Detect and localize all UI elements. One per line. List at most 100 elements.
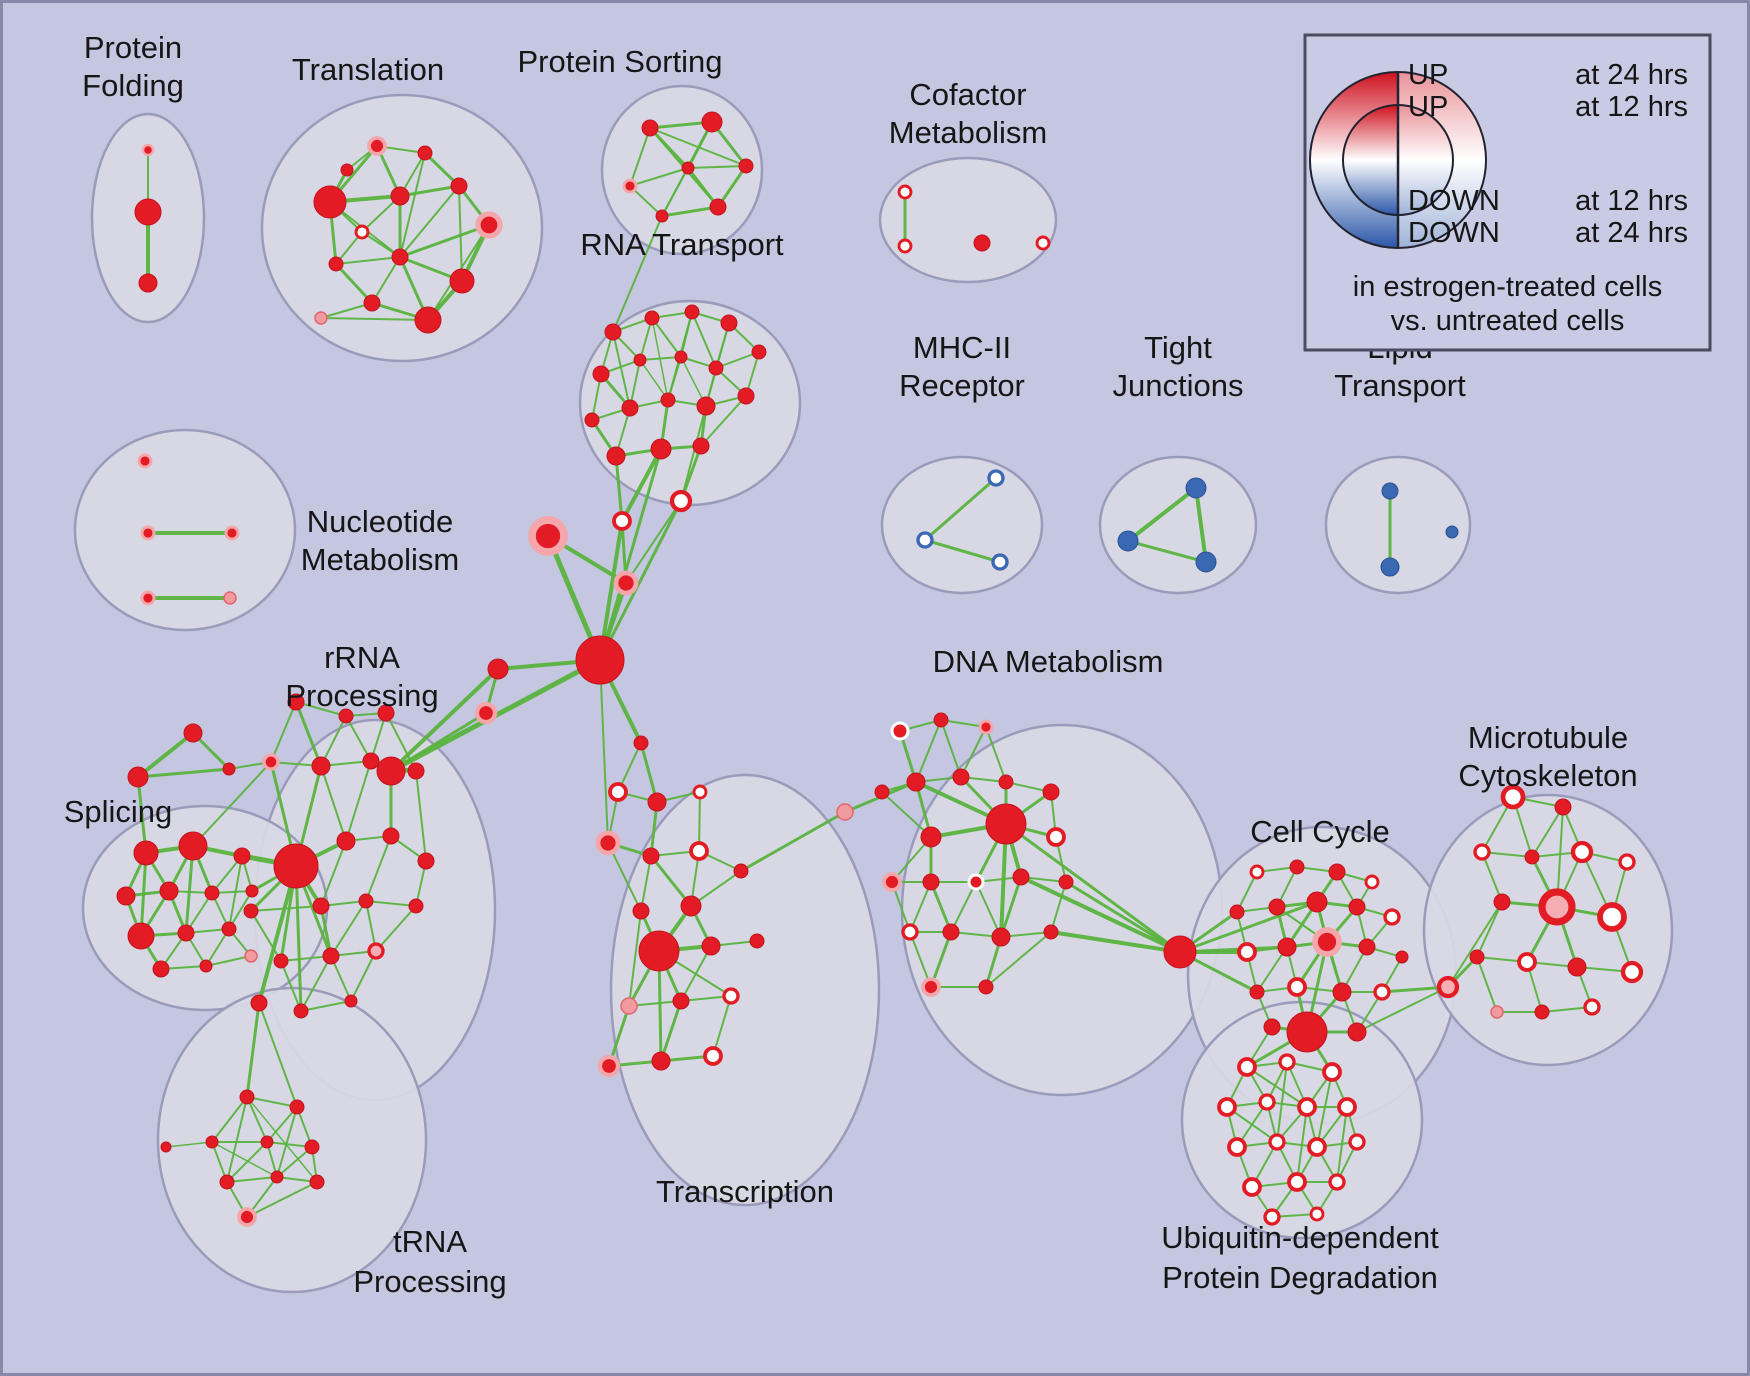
label-cell-cycle: Cell Cycle xyxy=(1250,814,1390,849)
gene-node xyxy=(987,469,1005,487)
gene-node xyxy=(613,570,639,596)
gene-node xyxy=(1534,1004,1550,1020)
gene-node xyxy=(417,852,435,870)
gene-node xyxy=(219,1174,235,1190)
gene-node xyxy=(882,872,902,892)
gene-node xyxy=(608,782,628,802)
gene-node xyxy=(1322,1062,1342,1082)
label-ubiquitin-dependent-protein-degradation: Protein Degradation xyxy=(1162,1260,1438,1295)
gene-node xyxy=(140,590,156,606)
label-transcription: Transcription xyxy=(656,1174,834,1209)
gene-node xyxy=(1380,557,1400,577)
gene-node xyxy=(1554,798,1572,816)
gene-node xyxy=(408,898,424,914)
cluster-cofactor-metabolism xyxy=(878,156,1058,284)
gene-node xyxy=(1258,1093,1276,1111)
cluster-microtubule-cytoskeleton xyxy=(1422,793,1674,1067)
gene-node xyxy=(597,1054,621,1078)
gene-node xyxy=(1058,874,1074,890)
gene-node xyxy=(1307,1137,1327,1157)
label-microtubule-cytoskeleton: Cytoskeleton xyxy=(1458,758,1637,793)
gene-node xyxy=(328,256,344,272)
gene-node xyxy=(991,927,1011,947)
gene-node xyxy=(672,992,690,1010)
gene-node xyxy=(692,437,710,455)
label-cofactor-metabolism: Metabolism xyxy=(889,115,1048,150)
gene-node xyxy=(680,895,702,917)
gene-node xyxy=(178,831,208,861)
gene-node xyxy=(358,893,374,909)
gene-node xyxy=(273,843,319,889)
gene-node xyxy=(660,392,676,408)
label-mhc-ii-receptor: MHC-II xyxy=(913,330,1011,365)
gene-node xyxy=(701,936,721,956)
gene-node xyxy=(1237,1057,1257,1077)
gene-node xyxy=(311,756,331,776)
gene-node xyxy=(1328,863,1346,881)
gene-node xyxy=(1263,1018,1281,1036)
legend-row-time-1: at 12 hrs xyxy=(1575,91,1688,123)
gene-node xyxy=(362,752,380,770)
label-nucleotide-metabolism: Metabolism xyxy=(301,542,460,577)
gene-node xyxy=(1620,960,1644,984)
gene-node xyxy=(998,774,1014,790)
gene-node xyxy=(1500,784,1526,810)
cluster-ellipses xyxy=(73,84,1674,1294)
gene-node xyxy=(487,658,509,680)
gene-node xyxy=(363,294,381,312)
label-tight-junctions: Junctions xyxy=(1113,368,1244,403)
gene-node xyxy=(127,922,155,950)
gene-node xyxy=(340,163,354,177)
gene-node xyxy=(592,365,610,383)
gene-node xyxy=(1395,950,1409,964)
gene-node xyxy=(474,701,498,725)
gene-node xyxy=(973,234,991,252)
gene-node xyxy=(244,949,258,963)
gene-node xyxy=(720,314,738,332)
gene-node xyxy=(1381,482,1399,500)
gene-node xyxy=(920,826,942,848)
legend-row-time-2: at 12 hrs xyxy=(1575,185,1688,217)
gene-node xyxy=(1263,1208,1281,1226)
label-rrna-processing: rRNA xyxy=(324,640,400,675)
gene-node xyxy=(933,712,949,728)
cluster-trna-processing xyxy=(156,986,428,1294)
cluster-mhc-ii-receptor xyxy=(880,455,1044,595)
gene-node xyxy=(647,792,667,812)
gene-node xyxy=(874,784,890,800)
legend-row-direction-0: UP xyxy=(1408,59,1448,91)
gene-node xyxy=(1227,1137,1247,1157)
gene-node xyxy=(449,268,475,294)
gene-node xyxy=(293,1003,309,1019)
gene-node xyxy=(1337,1097,1357,1117)
gene-node xyxy=(1517,952,1537,972)
gene-node xyxy=(1490,1005,1504,1019)
gene-node xyxy=(749,933,765,949)
gene-node xyxy=(1473,843,1491,861)
gene-node xyxy=(1042,783,1060,801)
gene-node xyxy=(407,762,425,780)
label-dna-metabolism: DNA Metabolism xyxy=(933,644,1164,679)
gene-node xyxy=(584,412,600,428)
gene-node xyxy=(528,516,568,556)
gene-node xyxy=(737,387,755,405)
gene-node xyxy=(183,723,203,743)
gene-node xyxy=(376,756,406,786)
gene-node xyxy=(632,902,650,920)
gene-node xyxy=(751,344,767,360)
gene-node xyxy=(1217,1097,1237,1117)
gene-node xyxy=(224,525,240,541)
gene-node xyxy=(250,994,268,1012)
gene-node xyxy=(1277,937,1297,957)
gene-node xyxy=(674,350,688,364)
gene-node xyxy=(1567,957,1587,977)
gene-node xyxy=(199,959,213,973)
gene-node xyxy=(289,1099,305,1115)
gene-node xyxy=(650,438,672,460)
gene-node xyxy=(1358,938,1376,956)
label-translation: Translation xyxy=(292,52,444,87)
gene-node xyxy=(1012,868,1030,886)
gene-node xyxy=(1117,530,1139,552)
gene-node xyxy=(978,979,994,995)
gene-node xyxy=(262,753,280,771)
